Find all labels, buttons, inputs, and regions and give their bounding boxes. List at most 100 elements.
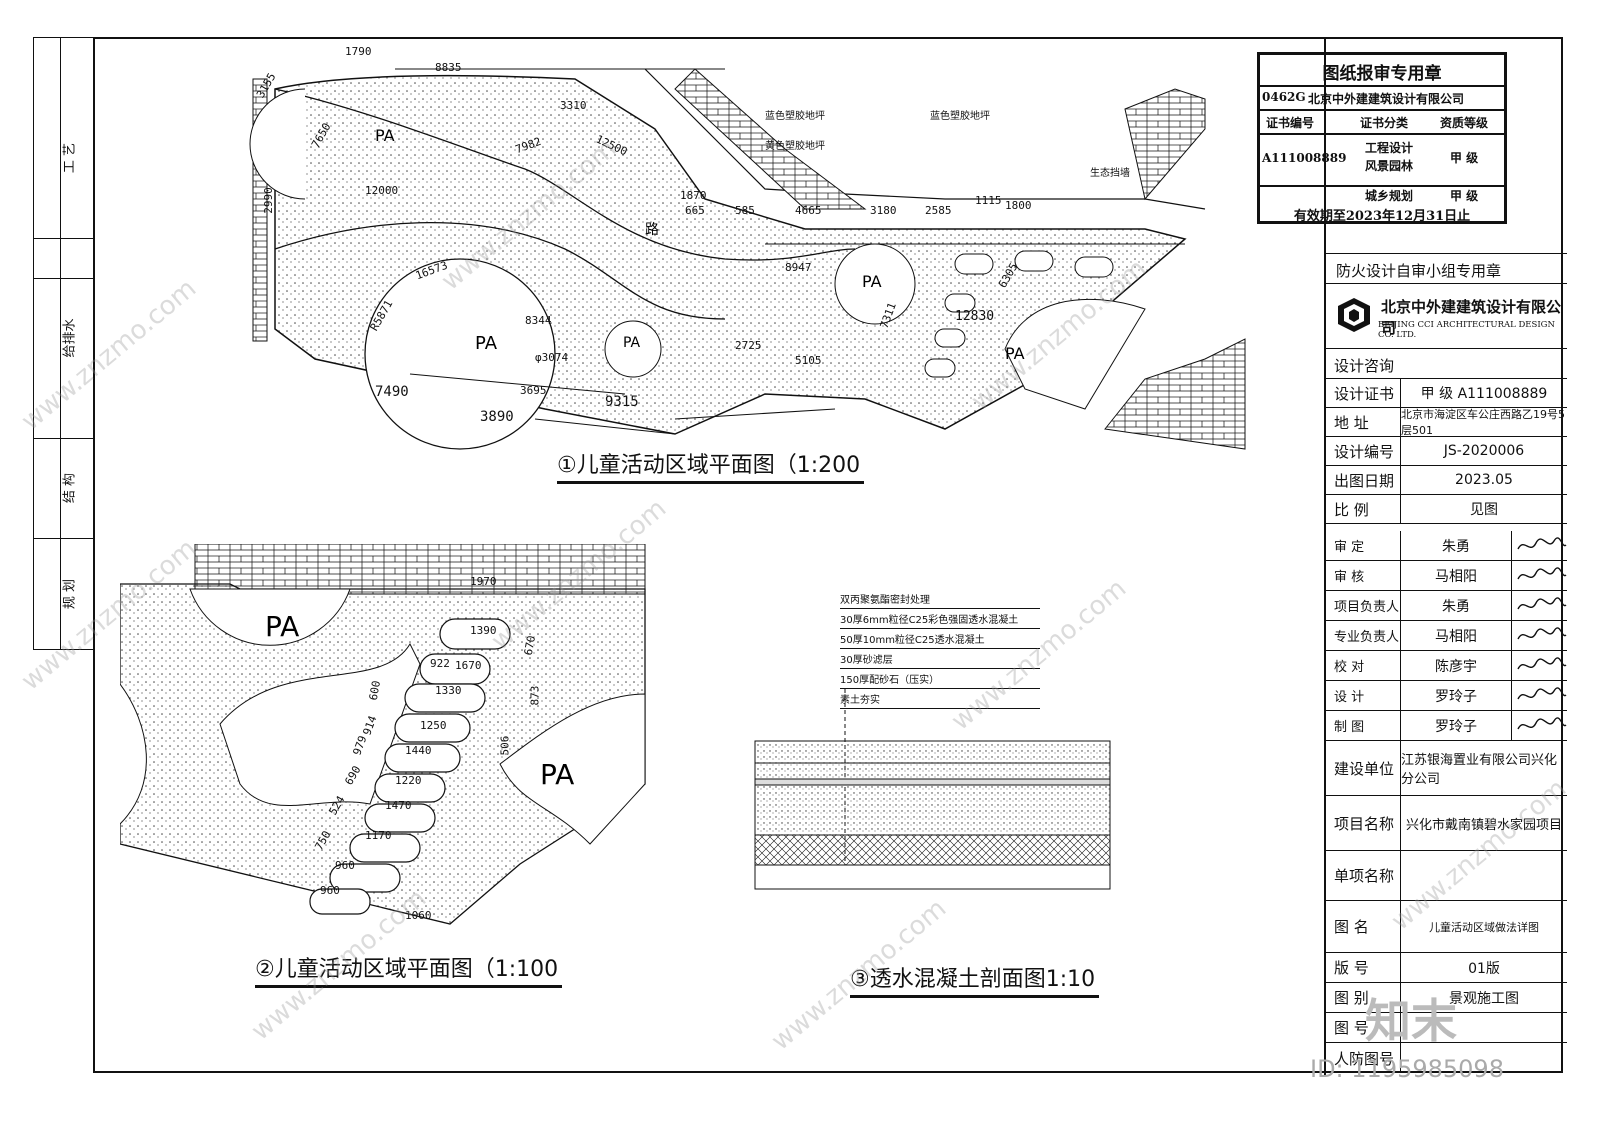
info-row: 地 址北京市海淀区车公庄西路乙19号5层501 (1326, 408, 1567, 437)
signature-icon (1517, 627, 1567, 640)
stamp-cert: A111008889 (1262, 151, 1347, 165)
pa-label-1: PA (475, 333, 498, 354)
version-label: 版 号 (1326, 953, 1401, 982)
info-row: 出图日期 2023.05 (1326, 466, 1567, 495)
dim-label: 585 (735, 204, 755, 217)
consult-label: 设计咨询 (1334, 357, 1395, 375)
caption-text: 儿童活动区域平面图（1:100 (274, 957, 559, 982)
review-stamp: 图纸报审专用章 0462G 北京中外建建筑设计有限公司 证书编号 证书分类 资质… (1257, 52, 1507, 224)
project-row: 项目名称 兴化市戴南镇碧水家园项目 (1326, 796, 1567, 851)
project-value: 兴化市戴南镇碧水家园项目 (1405, 817, 1562, 833)
company-row: 北京中外建建筑设计有限公司 BEIJING CCI ARCHITECTURAL … (1326, 284, 1567, 349)
dim-label: 1390 (470, 624, 497, 637)
dim-label: 1970 (470, 575, 497, 588)
signoff-name: 朱勇 (1442, 538, 1470, 555)
dim-label: 506 (498, 735, 512, 756)
layer-note: 30厚6mm粒径C25彩色强固透水混凝土 (840, 609, 1040, 629)
signoff-role: 审 核 (1326, 561, 1401, 590)
info-label: 地 址 (1326, 408, 1401, 436)
signoff-role: 设 计 (1326, 681, 1401, 710)
dim-label: 4665 (795, 204, 822, 217)
section-layer-notes: 双丙聚氨酯密封处理 30厚6mm粒径C25彩色强固透水混凝土 50厚10mm粒径… (840, 589, 1040, 709)
discipline-cell: 工 艺 (34, 38, 94, 279)
caption-number: ② (255, 957, 275, 982)
info-label: 出图日期 (1326, 466, 1401, 494)
dim-label: 960 (320, 884, 340, 897)
signoff-role: 制 图 (1326, 711, 1401, 740)
stamp-body: A111008889 工程设计 风景园林 甲 级 (1260, 135, 1504, 187)
dim-label: 12830 (955, 309, 995, 324)
signoff-row: 设 计罗玲子 (1326, 681, 1567, 711)
client-value: 江苏银海置业有限公司兴化分公司 (1401, 753, 1558, 787)
project-label: 项目名称 (1326, 796, 1401, 850)
info-value: 北京市海淀区车公庄西路乙19号5层501 (1401, 408, 1565, 437)
dim-label: 1800 (1005, 199, 1032, 212)
signature-icon (1517, 567, 1567, 580)
dim-label: 3180 (870, 204, 897, 217)
caption-number: ③ (850, 967, 870, 992)
dim-label: 1170 (365, 829, 392, 842)
company-logo-icon (1338, 298, 1370, 332)
pa-label-4: PA (375, 126, 395, 145)
stamp-row-3: 城乡规划 甲 级 (1260, 187, 1504, 203)
dim-label: 1670 (455, 659, 482, 672)
caption-text: 透水混凝土剖面图1:10 (869, 967, 1096, 992)
signature-icon (1517, 657, 1567, 670)
dim-label: 1250 (420, 719, 447, 732)
watermark-id: ID: 1195985098 (1310, 1055, 1504, 1083)
layer-note: 50厚10mm粒径C25透水混凝土 (840, 629, 1040, 649)
info-row: 设计证书甲 级 A111008889 (1326, 379, 1567, 408)
signoff-role: 校 对 (1326, 651, 1401, 680)
signoff-row: 专业负责人马相阳 (1326, 621, 1567, 651)
stamp-row-1: 0462G 北京中外建建筑设计有限公司 (1260, 87, 1504, 111)
stamp-company: 北京中外建建筑设计有限公司 (1308, 92, 1465, 106)
layer-note: 素土夯实 (840, 689, 1040, 709)
dim-label: 2990 (261, 187, 275, 214)
type-row: 图 别 景观施工图 (1326, 983, 1567, 1013)
note-yellow-floor: 黄色塑胶地坪 (765, 141, 825, 152)
signoff-name: 马相阳 (1435, 628, 1477, 645)
dim-label: 2585 (925, 204, 952, 217)
section-drawing (754, 689, 1111, 890)
signoff-row: 审 定朱勇 (1326, 531, 1567, 561)
dim-label: 8835 (435, 61, 462, 74)
drawing-frame: PA PA PA PA PA 路 1790 8835 3155 3310 125… (93, 37, 1567, 1075)
fire-stamp-text: 防火设计自审小组专用章 (1336, 262, 1502, 280)
drawing-name-label: 图 名 (1326, 901, 1401, 952)
caption-number: ① (557, 453, 577, 478)
pa-label-3: PA (862, 272, 882, 291)
stamp-cat: 城乡规划 (1365, 189, 1414, 203)
info-value: JS-2020006 (1443, 443, 1525, 459)
road-label: 路 (645, 222, 659, 238)
plan-2-drawing: PA PA (120, 544, 646, 925)
signature-area (1511, 531, 1567, 560)
dim-label: 5105 (795, 354, 822, 367)
discipline-cell: 规 划 (34, 538, 94, 650)
dim-label: 665 (685, 204, 705, 217)
info-value: 2023.05 (1455, 472, 1513, 488)
info-value: 甲 级 A111008889 (1420, 386, 1548, 402)
signature-area (1511, 561, 1567, 590)
stamp-cat: 风景园林 (1365, 159, 1414, 173)
signoff-name: 罗玲子 (1435, 718, 1477, 735)
stamp-area (1326, 39, 1567, 254)
dim-label: 1220 (395, 774, 422, 787)
dim-label: 1115 (975, 194, 1002, 207)
dim-label: 1330 (435, 684, 462, 697)
signature-icon (1517, 687, 1567, 700)
dim-label: 7490 (375, 384, 409, 400)
company-name-cn: 北京中外建建筑设计有限公司 (1381, 298, 1562, 337)
company-name-en: BEIJING CCI ARCHITECTURAL DESIGN CO. LTD… (1378, 320, 1555, 340)
plan-1-caption: ①儿童活动区域平面图（1:200 (557, 447, 865, 484)
dim-label: 3310 (560, 99, 587, 112)
dim-label: 1470 (385, 799, 412, 812)
discipline-label: 结 构 (62, 472, 78, 504)
client-row: 建设单位 江苏银海置业有限公司兴化分公司 (1326, 741, 1567, 796)
signoff-name: 朱勇 (1442, 598, 1470, 615)
layer-note: 150厚配砂石（压实） (840, 669, 1040, 689)
signoff-name: 马相阳 (1435, 568, 1477, 585)
info-label: 比 例 (1326, 495, 1401, 523)
dim-label: 8947 (785, 261, 812, 274)
stamp-headers: 证书编号 证书分类 资质等级 (1260, 111, 1504, 135)
